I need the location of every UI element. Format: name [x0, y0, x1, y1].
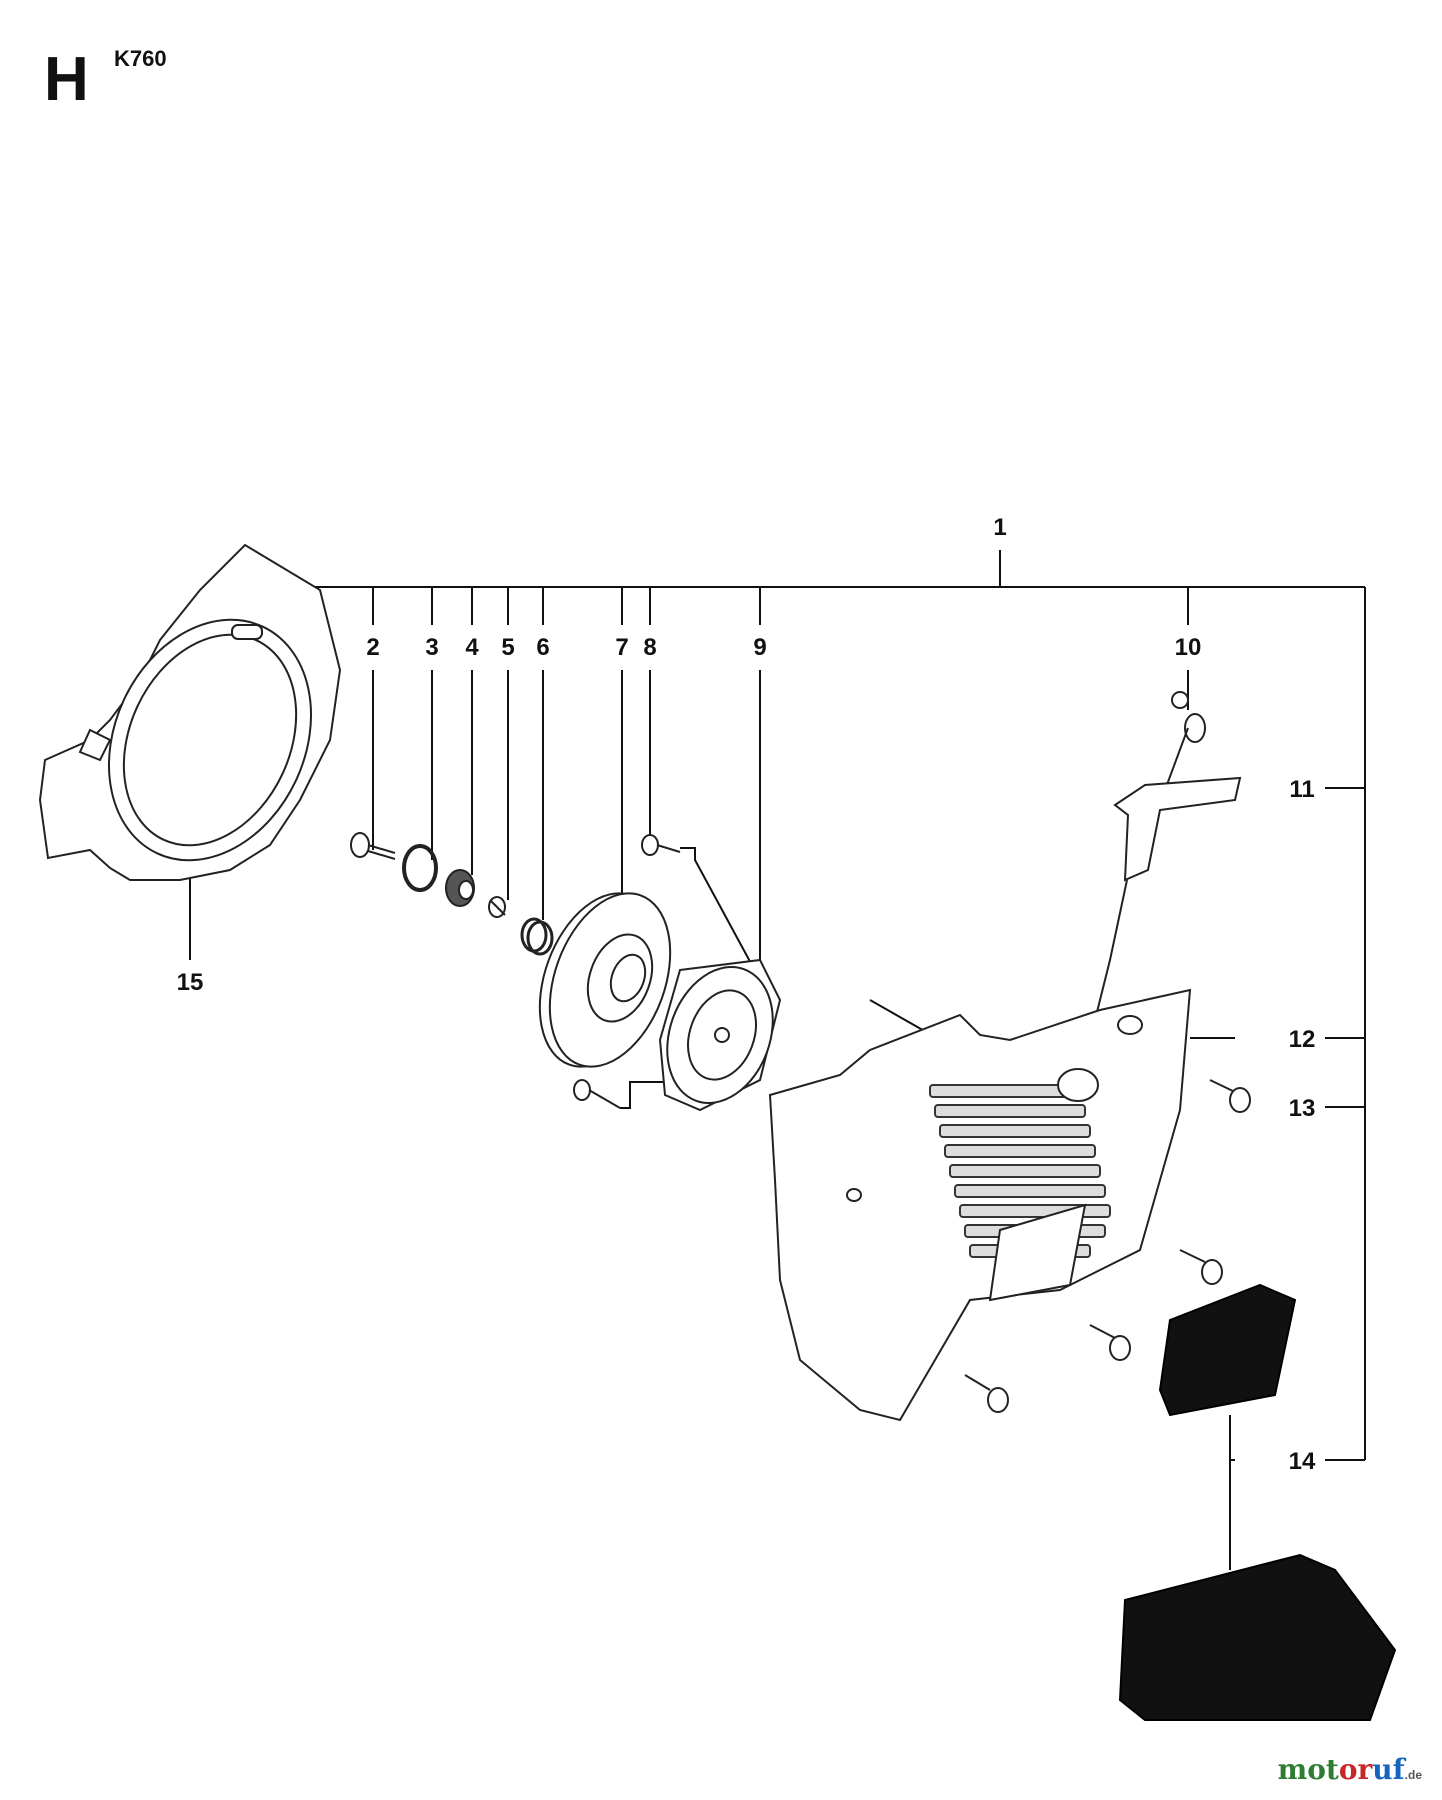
callout-12: 12 — [1289, 1026, 1316, 1053]
watermark-logo: motoruf.de — [1277, 1753, 1422, 1786]
screw — [641, 834, 681, 856]
lower-screw — [573, 1079, 621, 1109]
decal-pads — [1118, 1283, 1397, 1721]
callout-6: 6 — [536, 634, 549, 661]
callout-7: 7 — [615, 634, 628, 661]
small-bolt — [488, 896, 506, 918]
model-label: K760 — [114, 46, 167, 71]
starter-pulley — [538, 892, 672, 1068]
callout-1: 1 — [993, 514, 1006, 541]
fan-housing-cover — [38, 543, 342, 881]
callout-4: 4 — [465, 634, 479, 661]
callout-3: 3 — [425, 634, 438, 661]
callout-2: 2 — [366, 634, 379, 661]
callout-15: 15 — [177, 969, 204, 996]
callout-10: 10 — [1175, 634, 1202, 661]
starter-cover — [768, 988, 1192, 1422]
washer-ring — [402, 844, 438, 892]
starter-housing — [658, 958, 782, 1112]
nut — [445, 869, 475, 907]
callout-8: 8 — [643, 634, 656, 661]
leader-lines — [189, 550, 1366, 1570]
callout-13: 13 — [1289, 1095, 1316, 1122]
section-letter: H — [44, 45, 89, 114]
cover-screws — [964, 1079, 1251, 1413]
bolt — [350, 832, 396, 860]
callout-9: 9 — [753, 634, 766, 661]
callout-numbers: 1 2 3 4 5 6 7 8 9 10 11 12 13 14 15 — [177, 514, 1316, 1475]
callout-14: 14 — [1289, 1448, 1316, 1475]
callout-11: 11 — [1289, 776, 1314, 803]
callout-5: 5 — [501, 634, 514, 661]
spring — [520, 917, 554, 956]
